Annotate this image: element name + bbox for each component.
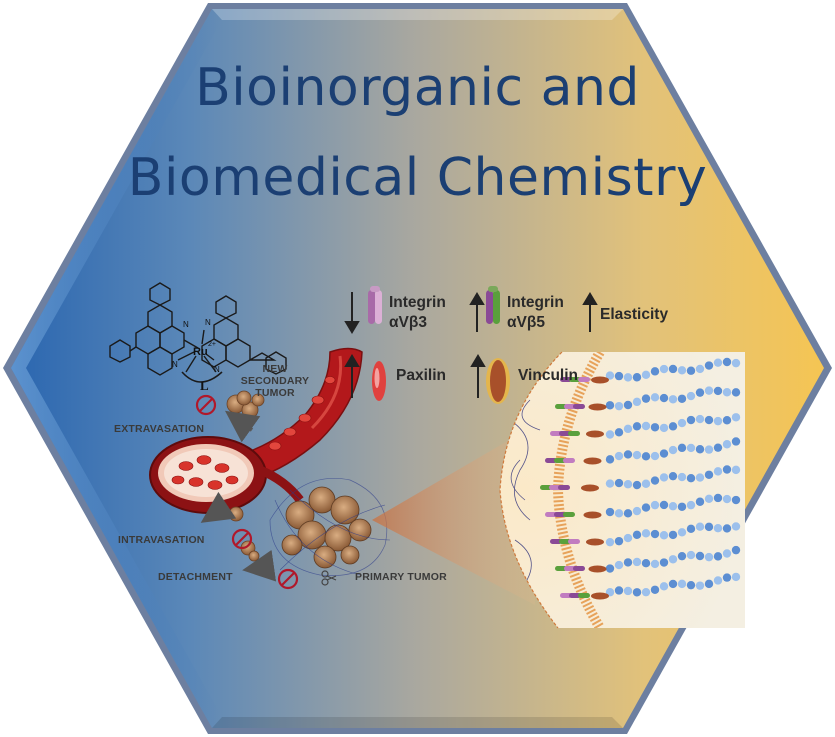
- label-new-secondary-tumor: NEW SECONDARY TUMOR: [240, 363, 310, 399]
- title-line-1: Bioinorganic and: [195, 58, 640, 118]
- label-vinculin: Vinculin: [518, 367, 579, 384]
- label-integrin-b3-name: Integrin: [389, 294, 446, 311]
- integrin-icon: [486, 286, 500, 324]
- scissors-icon: [321, 570, 337, 586]
- inhibition-sign-icon: [195, 394, 217, 416]
- charge-label: 2+: [208, 341, 216, 348]
- svg-text:N: N: [205, 318, 211, 327]
- up-arrow-icon: [470, 354, 486, 398]
- up-arrow-icon: [344, 354, 360, 398]
- blood-vessel: [149, 347, 363, 514]
- ruthenium-complex-structure: [109, 282, 287, 383]
- label-integrin-b5-name: Integrin: [507, 294, 564, 311]
- label-primary-tumor: PRIMARY TUMOR: [355, 571, 447, 583]
- svg-text:N: N: [183, 320, 189, 329]
- inhibition-sign-icon: [277, 568, 299, 590]
- process-arrows: [200, 410, 277, 582]
- svg-text:N: N: [214, 365, 220, 374]
- up-arrow-icon: [582, 292, 598, 332]
- paxilin-icon: [372, 361, 386, 401]
- down-arrow-icon: [344, 292, 360, 334]
- label-extravasation: EXTRAVASATION: [114, 423, 205, 435]
- cell-membrane-zoom: [499, 351, 745, 629]
- label-integrin-b3-sub: αVβ3: [389, 314, 427, 331]
- label-intravasation: INTRAVASATION: [118, 534, 205, 546]
- ligand-label: L: [200, 378, 209, 393]
- integrin-icon: [368, 286, 382, 324]
- vinculin-icon: [486, 358, 510, 404]
- label-elasticity: Elasticity: [600, 306, 669, 323]
- zoom-cone: [372, 425, 535, 605]
- inhibition-sign-icon: [231, 528, 253, 550]
- label-integrin-b5-sub: αVβ5: [507, 314, 545, 331]
- svg-text:N: N: [172, 360, 178, 369]
- marker-arrows: [344, 292, 598, 398]
- title-line-2: Biomedical Chemistry: [127, 148, 708, 208]
- ruthenium-label: Ru: [193, 346, 208, 358]
- nitrogen-labels: N N N N: [172, 318, 220, 374]
- up-arrow-icon: [469, 292, 485, 332]
- inhibition-signs: [195, 394, 299, 590]
- secondary-tumor-cluster: [226, 390, 265, 419]
- label-detachment: DETACHMENT: [158, 571, 233, 583]
- label-paxilin: Paxilin: [396, 367, 446, 384]
- primary-tumor-cluster: [269, 477, 391, 576]
